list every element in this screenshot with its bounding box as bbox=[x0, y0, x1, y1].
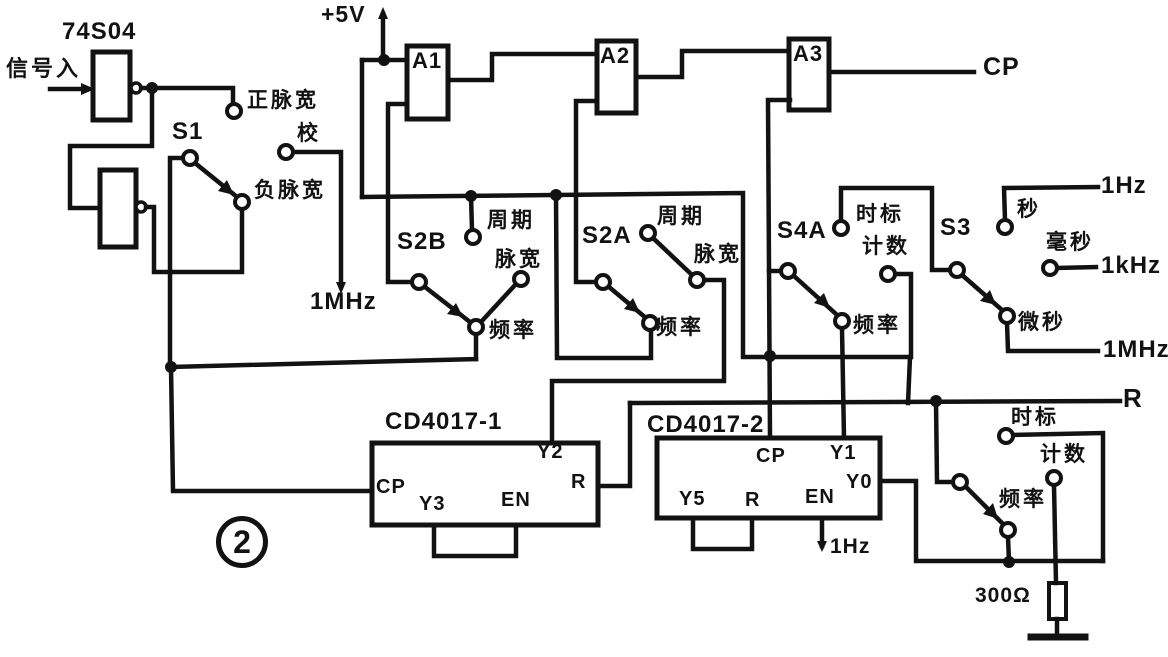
counter-cd4017-1 bbox=[369, 440, 601, 559]
cp-out-label: CP bbox=[983, 53, 1020, 81]
cd4017-2-y5-pin: Y5 bbox=[679, 488, 706, 510]
s1-label: S1 bbox=[172, 118, 204, 145]
gate-chain-wires bbox=[445, 48, 977, 83]
cd4017-2-label: CD4017-2 bbox=[647, 411, 765, 438]
gate-a3 bbox=[786, 36, 832, 113]
second-label: 秒 bbox=[1017, 198, 1041, 221]
s4a-count-label: 计数 bbox=[862, 235, 910, 258]
neg-pulse-label: 负脉宽 bbox=[254, 179, 326, 202]
en2-clock-label: 1Hz bbox=[830, 535, 871, 558]
ic-74s04-label: 74S04 bbox=[62, 18, 137, 45]
s2a-pulse-label: 脉宽 bbox=[694, 243, 742, 266]
millisecond-label: 毫秒 bbox=[1046, 231, 1094, 254]
cd4017-2-y0-pin: Y0 bbox=[846, 471, 873, 493]
s2a-freq-label: 频率 bbox=[656, 316, 704, 339]
reset-bus-wires bbox=[595, 354, 1123, 489]
cd4017-2-r-pin: R bbox=[745, 489, 761, 511]
s4b-freq-label: 频率 bbox=[999, 488, 1047, 511]
counter-cd4017-2 bbox=[654, 435, 1106, 564]
s2b-pulse-label: 脉宽 bbox=[495, 248, 543, 271]
cd4017-2-en-pin: EN bbox=[805, 486, 835, 508]
s4a-freq-label: 频率 bbox=[853, 314, 901, 337]
gate-a3-label: A3 bbox=[793, 41, 824, 66]
figure-number-badge: 2 bbox=[216, 516, 268, 568]
calibrate-wire bbox=[290, 149, 346, 294]
khz1-label: 1kHz bbox=[1101, 252, 1162, 279]
cd4017-1-y2-pin: Y2 bbox=[537, 441, 564, 463]
microsecond-label: 微秒 bbox=[1018, 311, 1066, 334]
cd4017-2-y1-pin: Y1 bbox=[830, 442, 857, 464]
hz1-label: 1Hz bbox=[1101, 172, 1147, 199]
signal-in-arrowhead bbox=[81, 83, 95, 95]
switch-s2b bbox=[385, 101, 520, 326]
cd4017-1-y3-pin: Y3 bbox=[419, 493, 446, 515]
switch-s2a bbox=[549, 98, 727, 446]
s2b-freq-label: 频率 bbox=[489, 319, 537, 342]
s2b-period-label: 周期 bbox=[487, 209, 535, 232]
cd4017-1-cp-pin: CP bbox=[376, 476, 406, 498]
cd4017-2-cp-pin: CP bbox=[756, 445, 786, 467]
mhz1-label: 1MHz bbox=[1103, 336, 1168, 363]
resistor-value-label: 300Ω bbox=[975, 584, 1031, 607]
s2a-label: S2A bbox=[582, 222, 632, 249]
resistor-300ohm bbox=[1027, 581, 1089, 641]
s3-label: S3 bbox=[940, 214, 972, 241]
s4a-timemark-label: 时标 bbox=[856, 203, 904, 226]
cal-freq-label: 1MHz bbox=[310, 288, 377, 315]
gate-a1-label: A1 bbox=[412, 48, 443, 73]
switch-s3 bbox=[958, 184, 1101, 354]
figure-number: 2 bbox=[233, 523, 251, 560]
cp1-feed-wires bbox=[168, 331, 479, 494]
junction-dots bbox=[146, 54, 1015, 568]
switch-s1 bbox=[167, 155, 241, 371]
gate-a2-label: A2 bbox=[600, 43, 631, 68]
inverter-2 bbox=[97, 167, 148, 250]
gate-a1 bbox=[404, 43, 451, 122]
cd4017-1-label: CD4017-1 bbox=[385, 408, 503, 435]
s2a-period-label: 周期 bbox=[657, 205, 705, 228]
signal-in-label: 信号入 bbox=[6, 56, 82, 81]
switch-s4a bbox=[765, 97, 953, 441]
s4a-label: S4A bbox=[777, 217, 827, 244]
cd4017-1-en-pin: EN bbox=[501, 489, 531, 511]
terminal-circles bbox=[181, 102, 1063, 539]
inverter-wiring bbox=[67, 85, 245, 275]
s2b-label: S2B bbox=[397, 228, 447, 255]
calibrate-label: 校 bbox=[297, 122, 321, 145]
inverter-1 bbox=[90, 49, 143, 123]
s4b-count-label: 计数 bbox=[1040, 443, 1088, 466]
power-5v-label: +5V bbox=[321, 1, 366, 27]
mid-bus-wires bbox=[359, 190, 913, 361]
cd4017-1-r-pin: R bbox=[571, 471, 587, 493]
pos-pulse-label: 正脉宽 bbox=[247, 89, 319, 112]
s4b-timemark-label: 时标 bbox=[1011, 406, 1059, 429]
reset-bus-label: R bbox=[1123, 383, 1143, 413]
